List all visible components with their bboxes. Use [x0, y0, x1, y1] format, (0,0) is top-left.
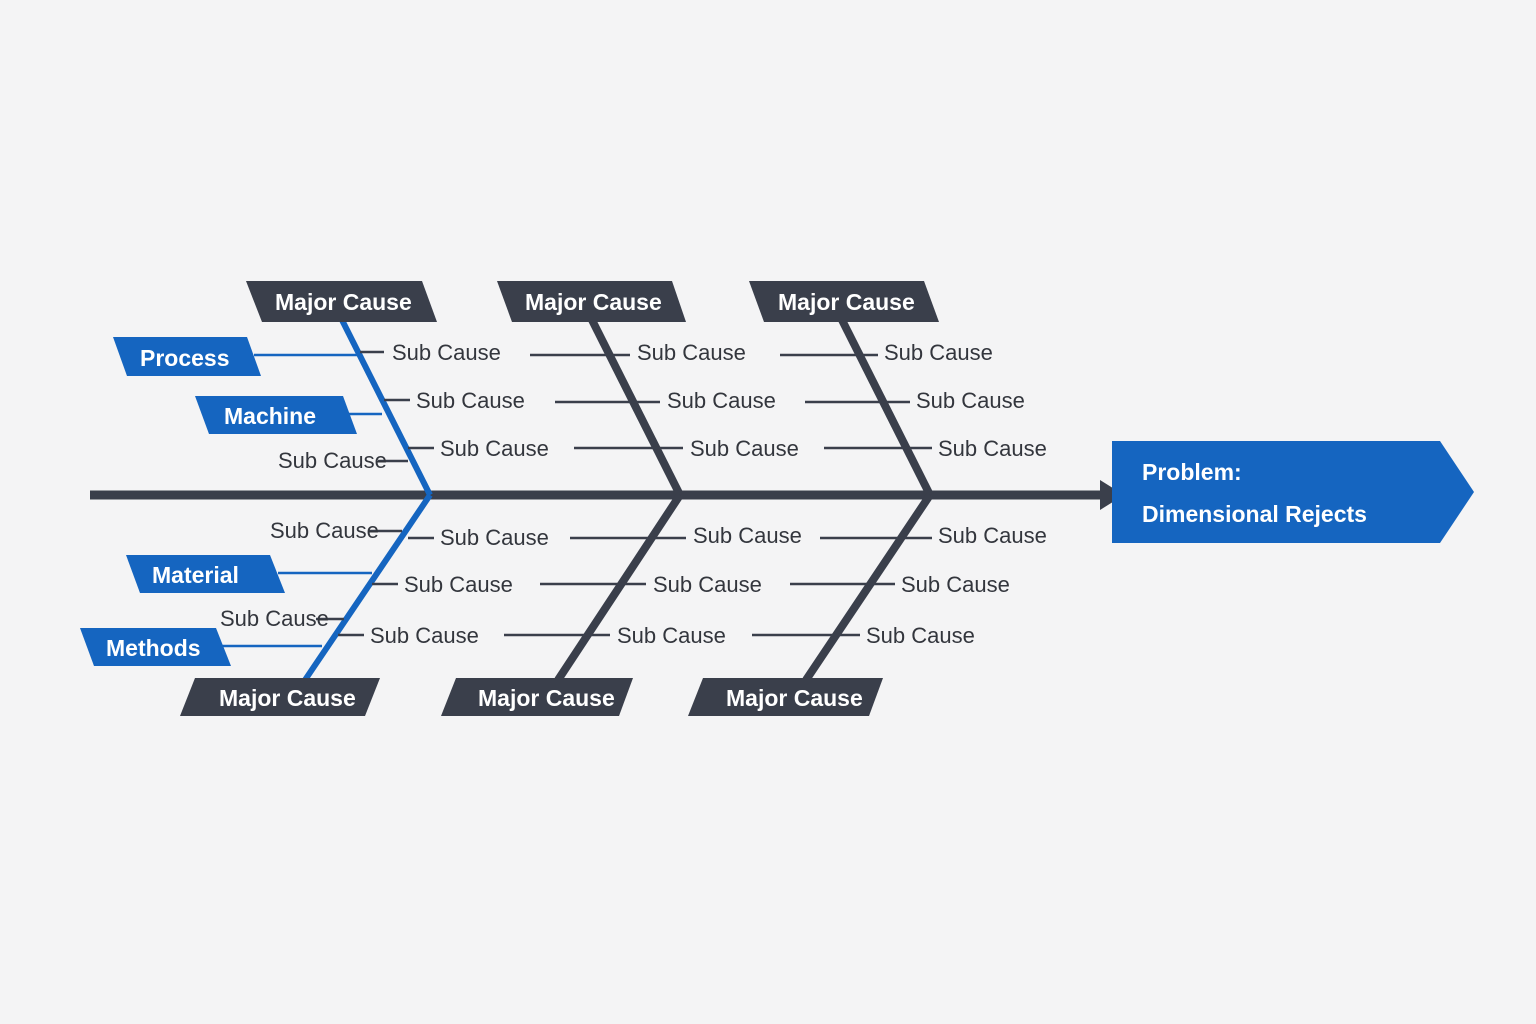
bottom-bone-1: [302, 493, 433, 682]
top-bone-2: [588, 318, 684, 497]
top-major-cause-3[interactable]: Major Cause: [749, 281, 939, 322]
top-bone-1: [339, 318, 433, 497]
category-methods[interactable]: Methods: [80, 628, 231, 666]
bottom-bone-1-sub-cause-1: Sub Cause: [440, 525, 549, 550]
category-methods-label: Methods: [106, 635, 201, 661]
bottom-major-cause-3[interactable]: Major Cause: [688, 678, 883, 716]
category-machine-label: Machine: [224, 403, 316, 429]
top-bone-3-sub-cause-2: Sub Cause: [916, 388, 1025, 413]
bottom-bone-1-sub-cause-left-1: Sub Cause: [270, 518, 379, 543]
bottom-major-cause-2-label: Major Cause: [478, 685, 615, 711]
bottom-bone-3-sub-cause-3: Sub Cause: [866, 623, 975, 648]
problem-label-line2: Dimensional Rejects: [1142, 501, 1367, 527]
bottom-bone-2-sub-cause-1: Sub Cause: [693, 523, 802, 548]
top-bone-3-sub-cause-3: Sub Cause: [938, 436, 1047, 461]
bottom-major-cause-2[interactable]: Major Cause: [441, 678, 633, 716]
top-bone-3: [838, 318, 934, 497]
problem-head[interactable]: Problem: Dimensional Rejects: [1112, 441, 1474, 543]
bottom-bone-1-sub-cause-left-2: Sub Cause: [220, 606, 329, 631]
bottom-major-cause-3-label: Major Cause: [726, 685, 863, 711]
top-bone-2-sub-cause-1: Sub Cause: [637, 340, 746, 365]
top-major-cause-2-label: Major Cause: [525, 289, 662, 315]
bottom-major-cause-1-label: Major Cause: [219, 685, 356, 711]
top-bone-2-sub-cause-3: Sub Cause: [690, 436, 799, 461]
bottom-bone-3-sub-cause-2: Sub Cause: [901, 572, 1010, 597]
top-bone-1-sub-cause-left: Sub Cause: [278, 448, 387, 473]
bottom-bone-1-sub-cause-3: Sub Cause: [370, 623, 479, 648]
bottom-bone-2-sub-cause-3: Sub Cause: [617, 623, 726, 648]
category-process[interactable]: Process: [113, 337, 261, 376]
top-bone-1-sub-cause-3: Sub Cause: [440, 436, 549, 461]
problem-label-line1: Problem:: [1142, 459, 1242, 485]
bottom-bone-3-sub-cause-1: Sub Cause: [938, 523, 1047, 548]
category-process-label: Process: [140, 345, 230, 371]
top-bone-3-sub-cause-1: Sub Cause: [884, 340, 993, 365]
top-major-cause-1[interactable]: Major Cause: [246, 281, 437, 322]
bottom-major-cause-1[interactable]: Major Cause: [180, 678, 380, 716]
bottom-bone-2: [554, 492, 684, 683]
top-bone-2-sub-cause-2: Sub Cause: [667, 388, 776, 413]
top-bone-1-sub-cause-1: Sub Cause: [392, 340, 501, 365]
category-material-label: Material: [152, 562, 239, 588]
bottom-bone-1-sub-cause-2: Sub Cause: [404, 572, 513, 597]
category-machine[interactable]: Machine: [195, 396, 357, 434]
category-material[interactable]: Material: [126, 555, 285, 593]
top-major-cause-2[interactable]: Major Cause: [497, 281, 686, 322]
bottom-bone-2-sub-cause-2: Sub Cause: [653, 572, 762, 597]
top-bone-1-sub-cause-2: Sub Cause: [416, 388, 525, 413]
bottom-bone-3: [802, 492, 934, 683]
top-major-cause-1-label: Major Cause: [275, 289, 412, 315]
top-major-cause-3-label: Major Cause: [778, 289, 915, 315]
problem-box: [1112, 441, 1474, 543]
